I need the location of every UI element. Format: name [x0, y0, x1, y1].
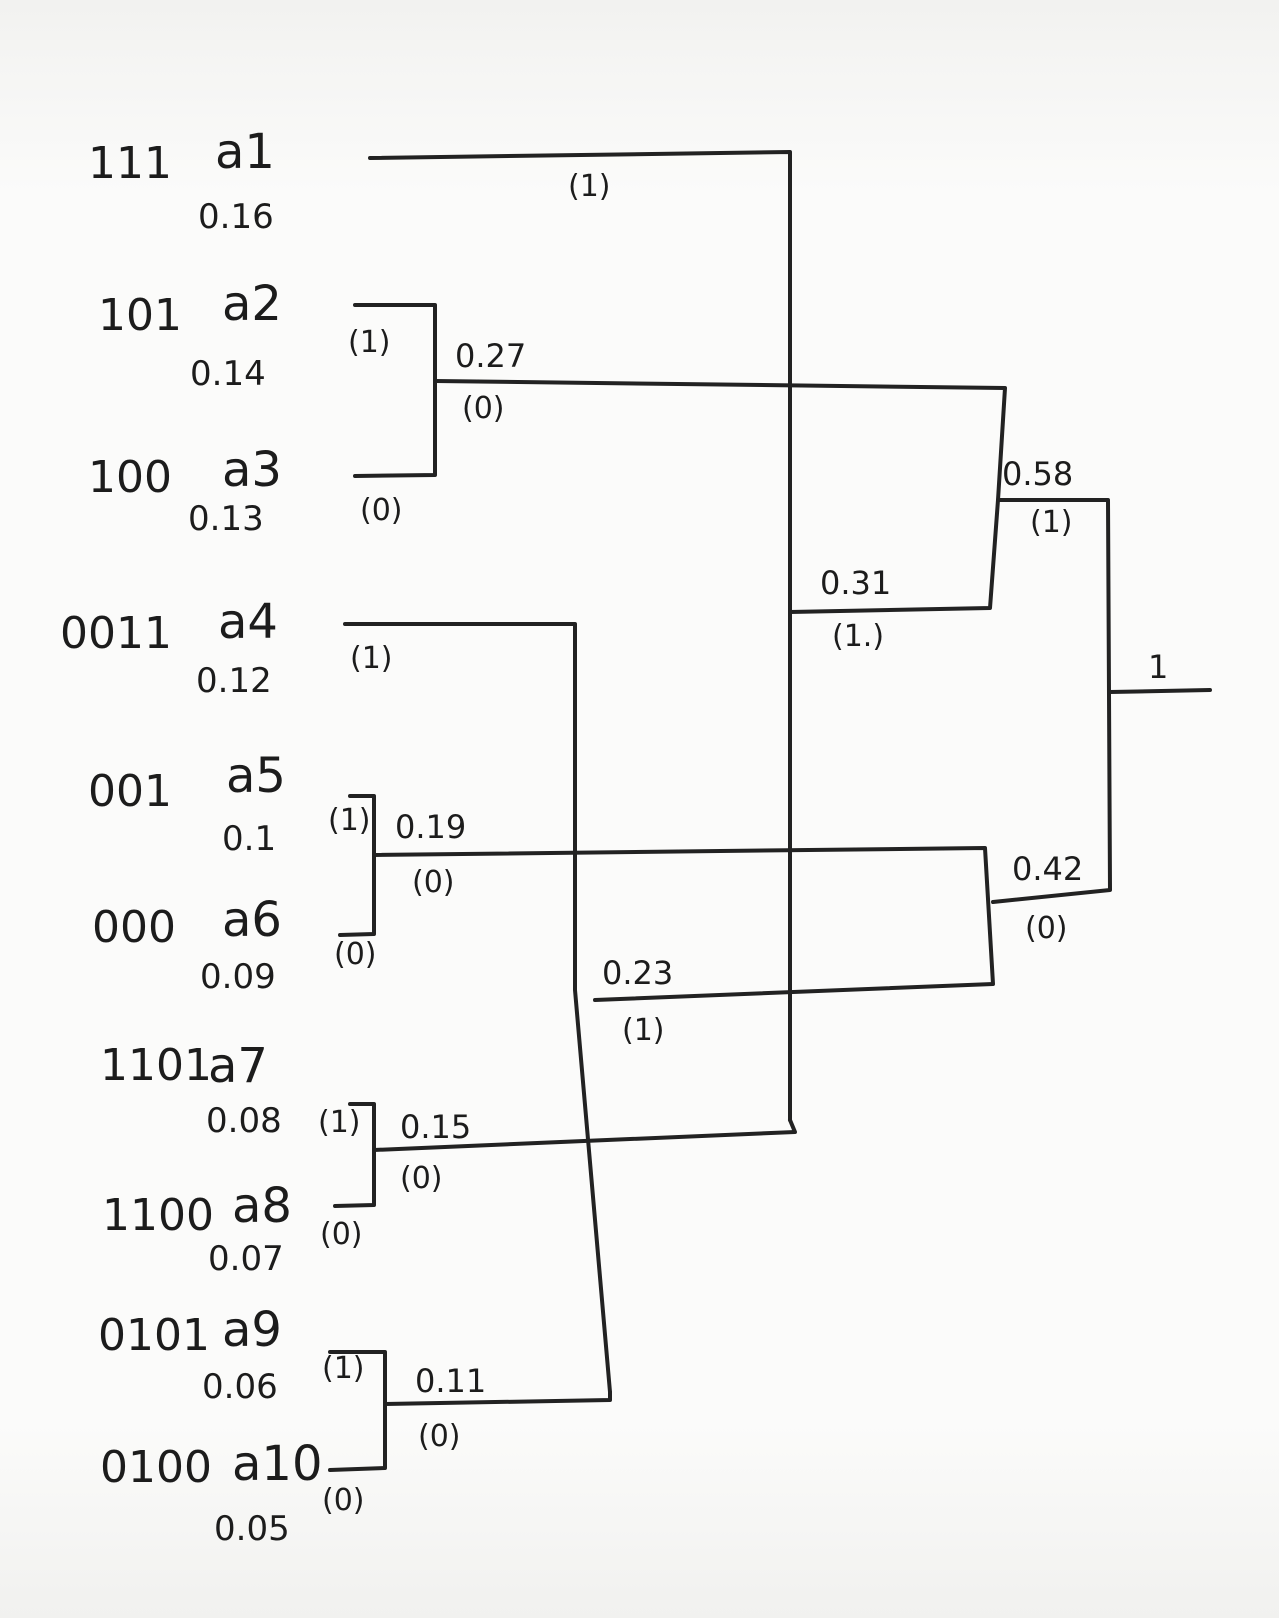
edge-n019	[372, 846, 995, 1002]
leaf-a7: 1101 a7 0.08	[100, 1038, 282, 1141]
node-0.15: 0.15	[400, 1108, 471, 1146]
leaf-probability: 0.05	[214, 1509, 290, 1549]
leaf-symbol: a4	[218, 594, 278, 650]
leaf-symbol: a10	[232, 1436, 323, 1492]
node-0.58: 0.58	[1002, 455, 1073, 493]
bit-n058: (1)	[1030, 505, 1073, 540]
leaf-a5: 001 a5 0.1	[88, 748, 286, 859]
leaf-probability: 0.1	[222, 819, 276, 859]
leaf-a3: 100 a3 0.13	[88, 442, 282, 539]
leaf-probability: 0.07	[208, 1239, 284, 1279]
node-0.42: 0.42	[1012, 850, 1083, 888]
merge-values: 0.27 0.19 0.15 0.11 0.23 0.31 0.42 0.58 …	[395, 337, 1168, 1400]
leaf-a6: 000 a6 0.09	[92, 892, 282, 997]
bit-n042: (0)	[1025, 911, 1068, 946]
edge-a9-a10	[328, 1350, 387, 1472]
bit-a8: (0)	[320, 1217, 363, 1252]
leaf-probability: 0.13	[188, 499, 264, 539]
bit-a3: (0)	[360, 493, 403, 528]
bit-a10: (0)	[322, 1483, 365, 1518]
edge-a2	[353, 303, 437, 478]
edge-a1	[368, 150, 792, 1122]
leaf-probability: 0.12	[196, 661, 272, 701]
leaf-code: 0101	[98, 1310, 210, 1361]
edge-n027	[433, 379, 1007, 502]
tree-edges	[328, 150, 1212, 1472]
bit-a2: (1)	[348, 325, 391, 360]
leaf-probability: 0.09	[200, 957, 276, 997]
node-0.19: 0.19	[395, 808, 466, 846]
bit-n015: (0)	[400, 1161, 443, 1196]
leaf-a10: 0100 a10 0.05	[100, 1436, 323, 1549]
leaf-code: 0100	[100, 1442, 212, 1493]
leaf-probability: 0.06	[202, 1367, 278, 1407]
edge-a7-a8	[333, 1102, 376, 1208]
node-0.23: 0.23	[602, 954, 673, 992]
leaf-code: 100	[88, 452, 172, 503]
leaf-a1: 111 a1 0.16	[88, 124, 275, 237]
leaf-symbol: a5	[226, 748, 286, 804]
leaf-code: 0011	[60, 608, 172, 659]
leaf-a9: 0101 a9 0.06	[98, 1302, 282, 1407]
leaf-probability: 0.16	[198, 197, 274, 237]
bit-a6: (0)	[334, 937, 377, 972]
bit-a1: (1)	[568, 169, 611, 204]
edge-a5-a6	[338, 794, 376, 937]
node-0.11: 0.11	[415, 1362, 486, 1400]
bit-n011: (0)	[418, 1419, 461, 1454]
node-root: 1	[1148, 648, 1168, 686]
node-0.31: 0.31	[820, 564, 891, 602]
node-0.27: 0.27	[455, 337, 526, 375]
leaf-symbol: a6	[222, 892, 282, 948]
edge-a4	[343, 622, 612, 1394]
leaf-symbol: a8	[232, 1178, 292, 1234]
leaf-a2: 101 a2 0.14	[98, 276, 282, 394]
edge-n011	[383, 1390, 612, 1406]
leaf-symbol: a1	[215, 124, 275, 180]
leaf-symbol: a3	[222, 442, 282, 498]
leaf-code: 1100	[102, 1190, 214, 1241]
leaf-a4: 0011 a4 0.12	[60, 594, 278, 701]
bit-a5: (1)	[328, 803, 371, 838]
bit-a9: (1)	[322, 1351, 365, 1386]
edge-n031	[788, 498, 1112, 904]
leaf-code: 101	[98, 290, 182, 341]
edge-root	[1108, 688, 1212, 694]
leaf-code: 001	[88, 766, 172, 817]
leaf-code: 000	[92, 902, 176, 953]
leaf-symbol: a7	[208, 1038, 268, 1094]
leaf-symbol: a2	[222, 276, 282, 332]
bit-a7: (1)	[318, 1105, 361, 1140]
leaf-probability: 0.14	[190, 354, 266, 394]
leaf-a8: 1100 a8 0.07	[102, 1178, 292, 1279]
bit-labels: (1) (1) (0) (0) (1) (1) (0) (0) (1) (1.)…	[318, 169, 1073, 1518]
leaf-code: 1101	[100, 1040, 212, 1091]
bit-n019: (0)	[412, 865, 455, 900]
leaf-code: 111	[88, 138, 172, 189]
leaf-symbol: a9	[222, 1302, 282, 1358]
bit-n023: (1)	[622, 1013, 665, 1048]
bit-a4: (1)	[350, 641, 393, 676]
leaf-probability: 0.08	[206, 1101, 282, 1141]
bit-n031: (1.)	[832, 619, 884, 654]
edge-n015	[372, 1118, 797, 1152]
bit-n027: (0)	[462, 391, 505, 426]
